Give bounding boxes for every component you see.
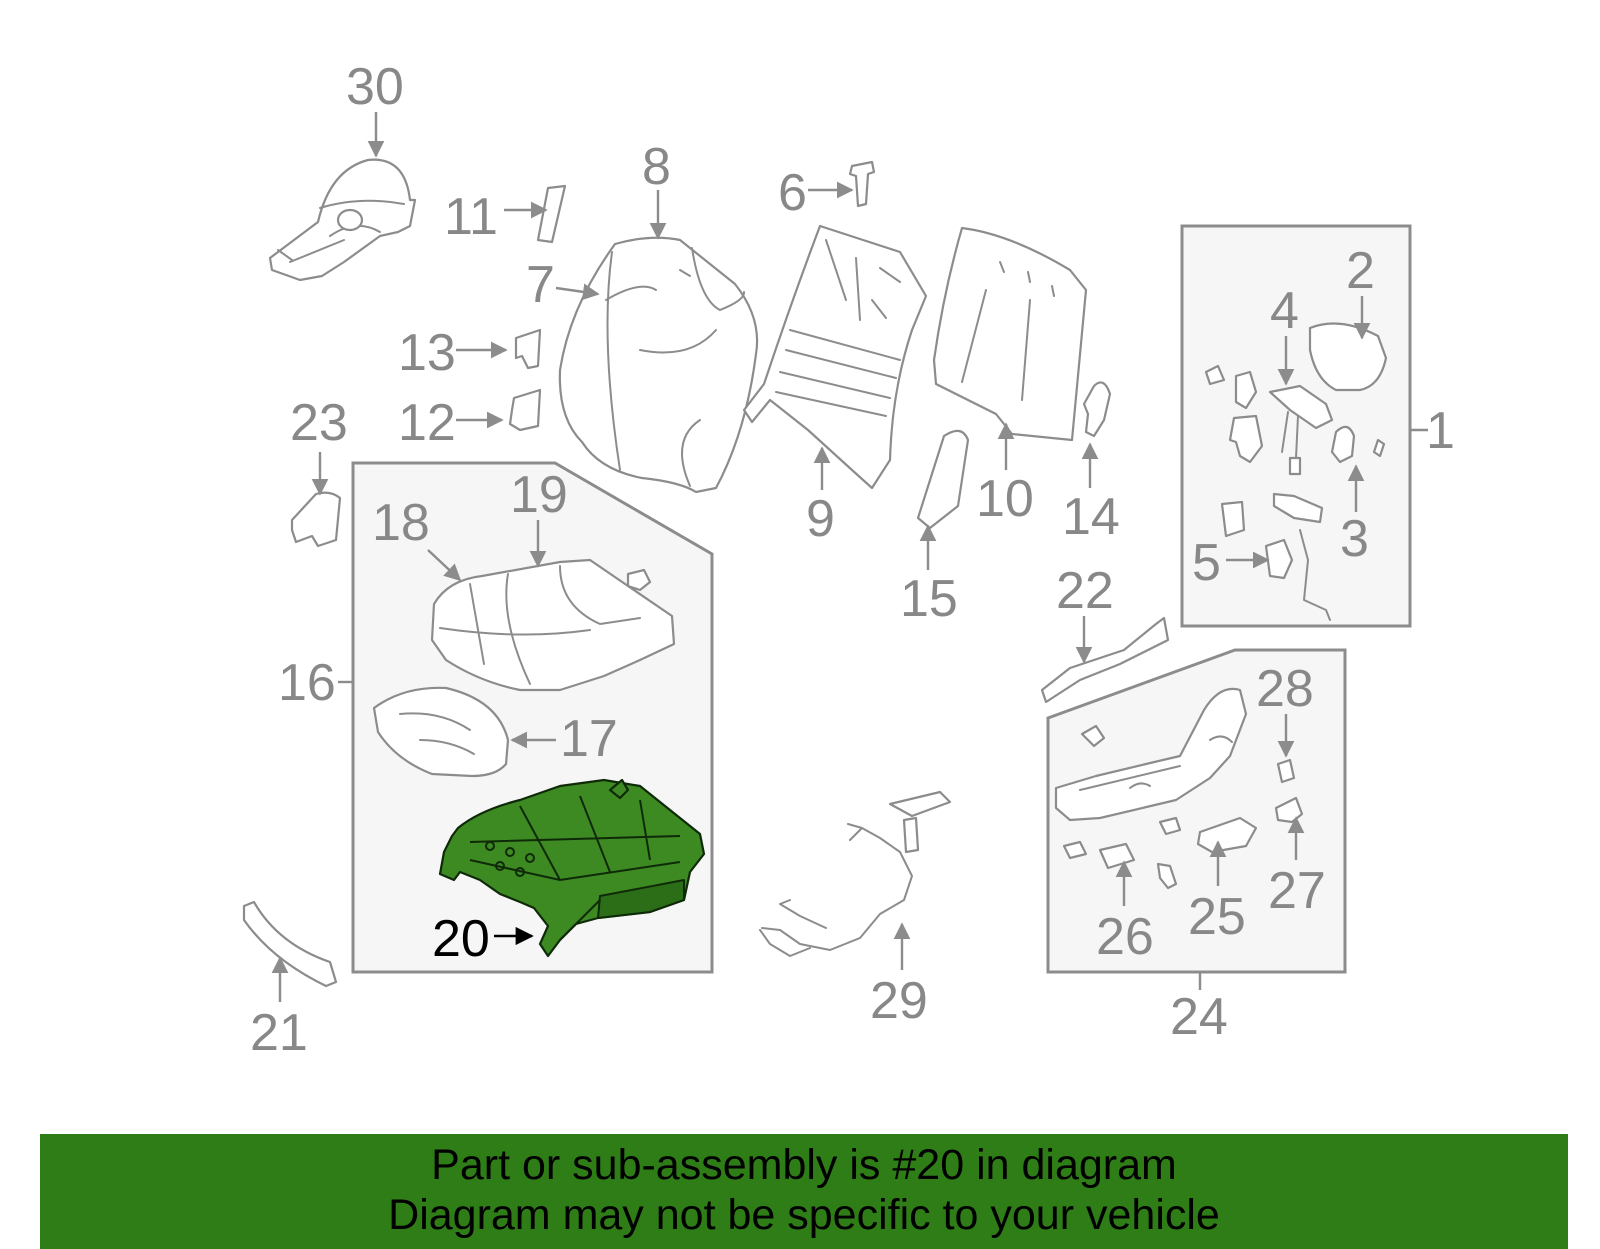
callout-9: 9	[806, 490, 835, 548]
callout-29: 29	[870, 972, 928, 1030]
part-30-shape	[268, 158, 417, 282]
callout-16: 16	[278, 654, 336, 712]
callout-4: 4	[1270, 282, 1299, 340]
part-21-shape	[242, 900, 338, 988]
part-10-shape	[932, 226, 1088, 442]
callout-27: 27	[1268, 862, 1326, 920]
callout-10: 10	[976, 470, 1034, 528]
callout-18: 18	[372, 494, 430, 552]
callout-23: 23	[290, 394, 348, 452]
callout-12: 12	[398, 394, 456, 452]
part-13-shape	[514, 328, 542, 370]
info-banner: Part or sub-assembly is #20 in diagram D…	[40, 1134, 1568, 1249]
part-23-shape	[290, 491, 342, 548]
callout-20: 20	[432, 910, 490, 968]
callout-28: 28	[1256, 660, 1314, 718]
callout-21: 21	[250, 1004, 308, 1062]
callout-13: 13	[398, 324, 456, 382]
box-group-24	[1046, 648, 1347, 974]
callout-19: 19	[510, 466, 568, 524]
part-12-shape	[508, 388, 542, 432]
callout-11: 11	[444, 188, 498, 246]
callout-7: 7	[526, 256, 555, 314]
callout-22: 22	[1056, 562, 1114, 620]
banner-line-disclaimer: Diagram may not be specific to your vehi…	[388, 1191, 1220, 1239]
callout-1: 1	[1426, 402, 1455, 460]
part-7-8-shape	[558, 236, 759, 494]
leader-18	[427, 549, 462, 582]
part-17-shape	[372, 686, 510, 778]
part-24-assembly-shapes	[1054, 687, 1304, 890]
callout-24: 24	[1170, 988, 1228, 1046]
callout-26: 26	[1096, 908, 1154, 966]
callout-3: 3	[1340, 510, 1369, 568]
part-22-shape	[1040, 616, 1170, 704]
parts-diagram: 30 11 8 6 7 13 12 9 10 14 15 23 19 18 16…	[242, 58, 1455, 1062]
callout-15: 15	[900, 570, 958, 628]
part-29-shape	[759, 790, 952, 957]
part-14-shape	[1082, 381, 1112, 438]
box-group-1	[1180, 224, 1412, 628]
part-20-highlighted	[438, 778, 706, 958]
part-11-shape	[536, 184, 567, 244]
part-1-assembly-shapes	[1204, 322, 1388, 621]
callout-5: 5	[1192, 534, 1221, 592]
callout-30: 30	[346, 58, 404, 116]
part-6-shape	[848, 160, 876, 208]
part-9-shape	[742, 224, 928, 490]
part-18-19-shape	[430, 558, 676, 692]
callout-6: 6	[778, 164, 807, 222]
callout-8: 8	[642, 138, 671, 196]
callout-17: 17	[560, 710, 618, 768]
part-15-shape	[916, 429, 970, 530]
leader-7	[555, 283, 600, 301]
callout-25: 25	[1188, 888, 1246, 946]
callout-2: 2	[1346, 242, 1375, 300]
callout-14: 14	[1062, 488, 1120, 546]
banner-line-part-number: Part or sub-assembly is #20 in diagram	[431, 1141, 1177, 1189]
